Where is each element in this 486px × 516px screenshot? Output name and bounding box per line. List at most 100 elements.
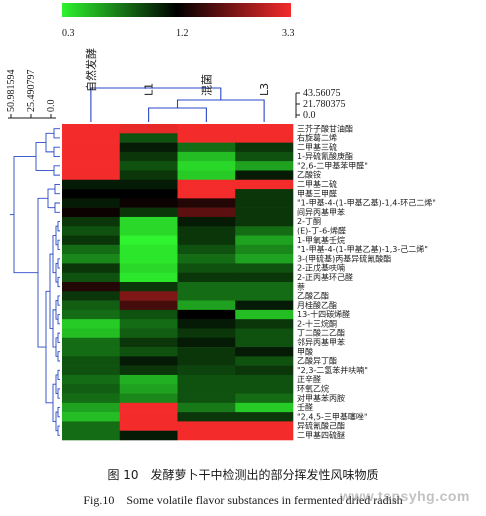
row-label: 丁二酸二乙酯 bbox=[297, 328, 345, 338]
heatmap-cell bbox=[235, 124, 294, 134]
heatmap-cell bbox=[235, 198, 294, 208]
heatmap-cell bbox=[177, 347, 236, 357]
figure-caption-chinese: 图 10 发酵萝卜干中检测出的部分挥发性风味物质 bbox=[107, 468, 379, 482]
row-label: 异硫氰酸己酯 bbox=[297, 421, 345, 431]
color-scale-bar bbox=[62, 3, 291, 17]
dendrogram-branch bbox=[35, 142, 54, 171]
color-scale-tick-label: 0.3 bbox=[62, 28, 75, 39]
heatmap-cell bbox=[62, 142, 121, 153]
heatmap-cell bbox=[62, 235, 121, 246]
heatmap-cell bbox=[119, 263, 178, 273]
heatmap-cell bbox=[177, 365, 236, 376]
heatmap-cell bbox=[177, 170, 236, 181]
heatmap-cell bbox=[62, 402, 121, 413]
heatmap-cell bbox=[62, 272, 121, 283]
heatmap-cell bbox=[119, 282, 178, 292]
figure-caption-english: Fig.10 Some volatile flavor substances i… bbox=[83, 493, 403, 507]
heatmap-cell bbox=[177, 384, 236, 394]
heatmap-cell bbox=[119, 207, 178, 218]
heatmap-cell bbox=[235, 365, 294, 376]
heatmap-cell bbox=[62, 216, 121, 227]
heatmap-cell bbox=[177, 356, 236, 366]
heatmap-cell bbox=[235, 282, 294, 292]
heatmap-cell bbox=[119, 291, 178, 301]
dendrogram-branch bbox=[148, 107, 207, 122]
heatmap-cell bbox=[235, 300, 294, 311]
row-label: 环氧乙烷 bbox=[297, 383, 329, 393]
row-label: 三芥子酸甘油酯 bbox=[297, 123, 353, 133]
heatmap-cell bbox=[62, 328, 121, 339]
heatmap-cell bbox=[119, 430, 178, 441]
heatmap-cell bbox=[119, 226, 178, 236]
column-label: L3 bbox=[258, 83, 271, 96]
heatmap-cell bbox=[119, 244, 178, 255]
heatmap-cell bbox=[119, 300, 178, 311]
heatmap-cell bbox=[119, 384, 178, 394]
heatmap-cell bbox=[62, 282, 121, 292]
heatmap-cell bbox=[62, 198, 121, 208]
heatmap-cell bbox=[62, 347, 121, 357]
heatmap-cell bbox=[177, 207, 236, 218]
heatmap-cell bbox=[62, 421, 121, 431]
row-label: 2-正丙基环己醛 bbox=[297, 272, 353, 282]
row-label: (E)-丁-6-烯醛 bbox=[297, 225, 346, 235]
heatmap-cell bbox=[235, 207, 294, 218]
heatmap-cell bbox=[62, 133, 121, 143]
heatmap-cell bbox=[235, 170, 294, 181]
dendrogram-branch bbox=[57, 276, 60, 288]
heatmap-cell bbox=[62, 309, 121, 320]
heatmap-cell bbox=[235, 393, 294, 404]
heatmap-cell bbox=[177, 374, 236, 385]
row-labels: 三芥子酸甘油酯右旋葛二烯二甲基三硫1-异硫氰酸庚酯"2,6-二甲基苯甲醛"乙酸铵… bbox=[297, 123, 436, 440]
row-label: 乙酸异丁酯 bbox=[297, 356, 337, 366]
row-label: 甲酸 bbox=[297, 346, 313, 356]
heatmap-cell bbox=[235, 374, 294, 385]
row-label: 正辛醛 bbox=[297, 374, 321, 384]
row-label: 乙酸乙酯 bbox=[297, 291, 329, 301]
dendrogram-branch bbox=[57, 351, 60, 362]
column-scale-label: 43.56075 bbox=[303, 88, 341, 99]
heatmap-cell bbox=[235, 430, 294, 441]
heatmap-cell bbox=[119, 309, 178, 320]
heatmap-cell bbox=[235, 291, 294, 301]
heatmap-cell bbox=[119, 235, 178, 246]
heatmap-cell bbox=[119, 133, 178, 143]
heatmap-cell bbox=[177, 337, 236, 348]
column-scale-label: 21.780375 bbox=[303, 99, 346, 110]
heatmap-cell bbox=[177, 412, 236, 422]
row-label: "2,6-二甲基苯甲醛" bbox=[297, 160, 368, 170]
heatmap-cell bbox=[62, 365, 121, 376]
row-label: "1-甲基-4-(1-甲基乙基)-1,3-己二烯" bbox=[297, 244, 428, 254]
heatmap-cell bbox=[177, 430, 236, 441]
dendrogram-branch bbox=[57, 369, 60, 381]
row-label: "2,3-二氢苯并呋喃" bbox=[297, 365, 368, 375]
heatmap-cell bbox=[235, 226, 294, 236]
heatmap-cell bbox=[119, 142, 178, 153]
heatmap-cell bbox=[177, 142, 236, 153]
row-scale-label: 25.490797 bbox=[26, 70, 37, 113]
row-label: 右旋葛二烯 bbox=[297, 133, 337, 143]
row-label: 乙酸铵 bbox=[297, 170, 321, 180]
heatmap-cell bbox=[62, 161, 121, 171]
dendrogram-branch bbox=[57, 239, 60, 250]
heatmap-cell bbox=[119, 365, 178, 376]
column-scale-label: 0.0 bbox=[303, 110, 316, 121]
dendrogram-branch bbox=[57, 295, 60, 306]
heatmap-cell bbox=[62, 226, 121, 236]
heatmap-cell bbox=[177, 421, 236, 431]
dendrogram-branch bbox=[57, 332, 60, 343]
heatmap-cell bbox=[62, 412, 121, 422]
dendrogram-branch bbox=[176, 99, 265, 122]
heatmap-cell bbox=[235, 151, 294, 162]
heatmap-cell bbox=[235, 402, 294, 413]
heatmap-cell bbox=[62, 124, 121, 134]
column-label: 自然发酵 bbox=[84, 48, 98, 92]
heatmap-cell bbox=[177, 300, 236, 311]
heatmap-cell bbox=[177, 272, 236, 283]
heatmap-cell bbox=[235, 356, 294, 366]
heatmap-cell bbox=[177, 328, 236, 339]
heatmap-cell bbox=[119, 412, 178, 422]
heatmap-cell bbox=[235, 347, 294, 357]
heatmap-cell bbox=[235, 328, 294, 339]
